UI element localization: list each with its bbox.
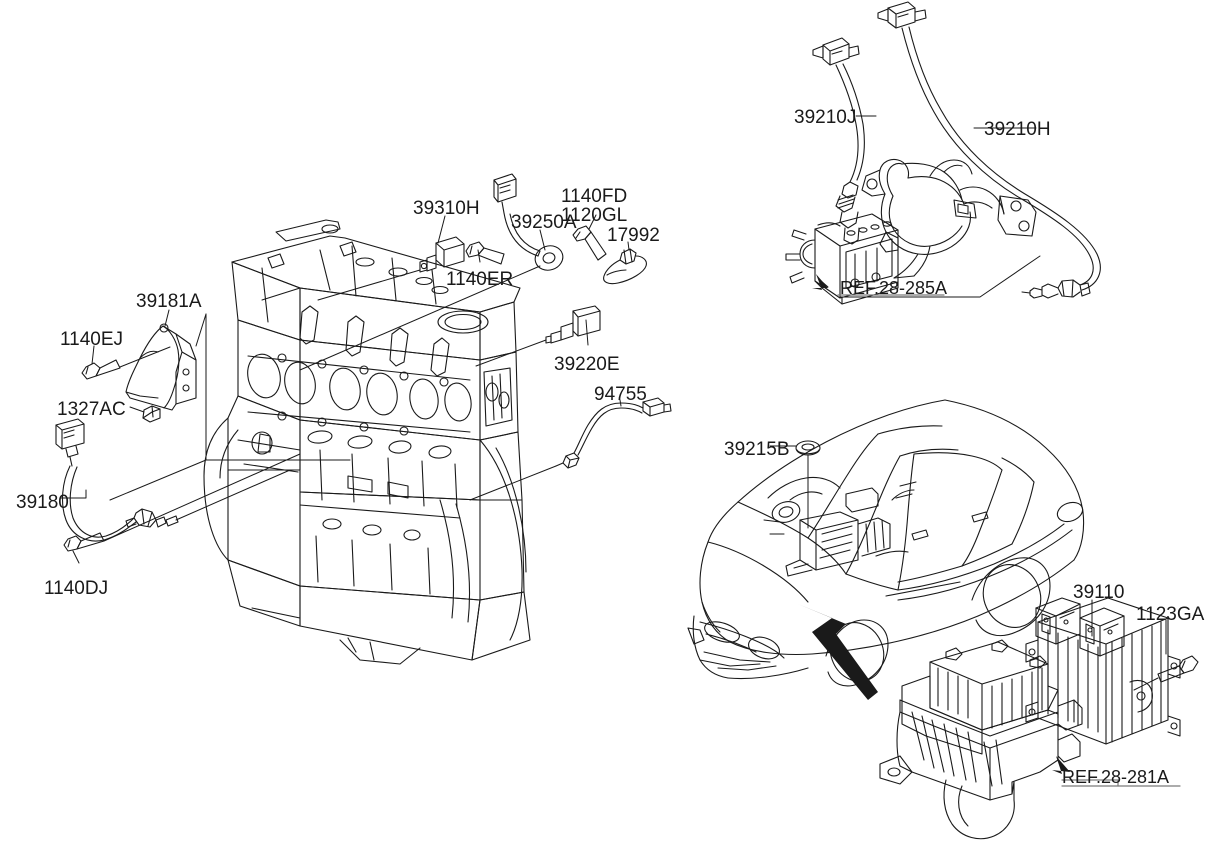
bolt-1140ER (465, 241, 505, 265)
part-label-1140DJ: 1140DJ (44, 578, 109, 599)
air-cleaner-assembly-28-281A (879, 639, 1083, 840)
leader-lines-left (59, 214, 630, 564)
engine-block-drawing (203, 219, 531, 665)
part-label-39110: 39110 (1073, 582, 1125, 603)
catalytic-converter-28-285A (785, 213, 899, 305)
reference-label-28-285A: REF.28-285A (840, 278, 948, 298)
engine-bay-pointer-wedge (798, 604, 878, 700)
part-label-1327AC: 1327AC (57, 399, 126, 420)
part-label-39181A: 39181A (136, 291, 202, 312)
bolt-1123GA (1157, 655, 1199, 683)
leader-lines-lower-right (1091, 599, 1167, 691)
engine-control-module-39110 (1025, 597, 1181, 745)
part-label-1140EJ: 1140EJ (60, 329, 124, 350)
vehicle-body-minivan (687, 399, 1085, 687)
oxygen-sensor-39210H (877, 1, 1101, 299)
part-label-39250A: 39250A (511, 212, 577, 233)
knock-sensor-39250A (493, 173, 564, 271)
part-label-39310H: 39310H (413, 198, 480, 219)
ref-arrow-285A (812, 274, 828, 290)
leader-lines-upper-right (819, 115, 1041, 298)
oxygen-sensor-39180 (55, 418, 179, 542)
exhaust-manifold-assembly (861, 158, 1037, 279)
oil-pressure-sensor-39220E (545, 305, 601, 344)
bolt-1140FD-1120GL (572, 225, 607, 261)
part-label-39220E: 39220E (554, 354, 620, 375)
wire-harness-94755 (555, 397, 672, 469)
bolt-1140EJ (81, 359, 121, 380)
bolt-1140DJ (63, 532, 105, 552)
part-label-1120GL: 1120GL (561, 205, 628, 226)
part-label-39210J: 39210J (794, 107, 857, 128)
part-label-1140FD: 1140FD (561, 186, 628, 207)
part-label-39215B: 39215B (724, 439, 790, 460)
grommet-39215B (795, 440, 821, 456)
heat-shield-39181A (125, 323, 197, 423)
part-label-1123GA: 1123GA (1136, 604, 1205, 625)
part-label-17992: 17992 (607, 225, 660, 246)
part-label-94755: 94755 (594, 384, 647, 405)
camshaft-position-sensor-39310H (419, 236, 465, 273)
ref-arrow-281A (1052, 756, 1070, 774)
part-label-39210H: 39210H (984, 119, 1051, 140)
part-label-1140ER: 1140ER (446, 269, 514, 290)
part-label-39180: 39180 (16, 492, 69, 513)
oxygen-sensor-39210J (812, 37, 865, 245)
clamp-17992 (603, 248, 647, 285)
reference-label-28-281A: REF.28-281A (1062, 767, 1170, 787)
